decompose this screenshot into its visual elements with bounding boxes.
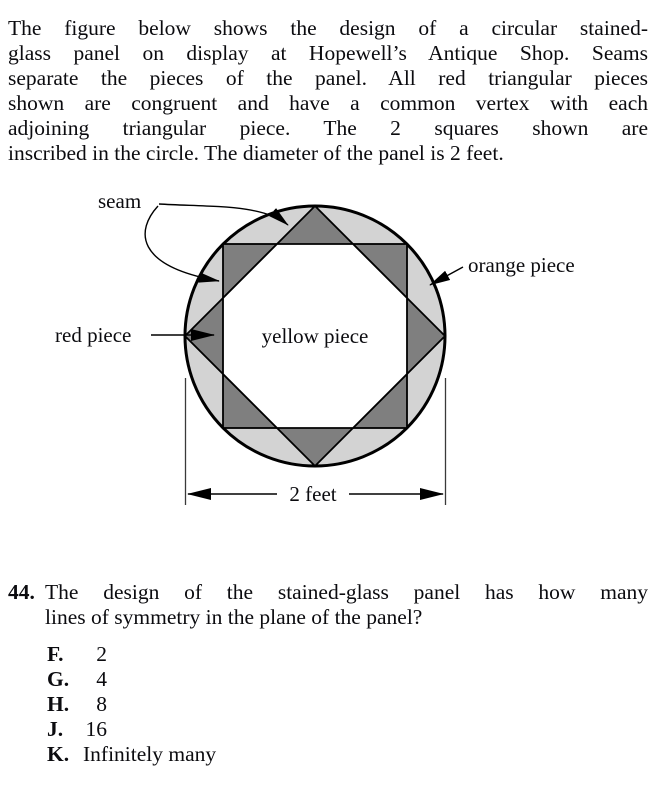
option-letter: H. — [47, 692, 70, 716]
option-letter: F. — [47, 642, 64, 666]
option-letter: G. — [47, 667, 70, 691]
option-letter: J. — [47, 717, 64, 741]
intro-line: separate the pieces of the panel. All re… — [8, 66, 648, 90]
option-row-K: K. Infinitely many — [47, 742, 547, 767]
question-number: 44. — [8, 580, 35, 604]
question-text: The design of the stained-glass panel ha… — [45, 580, 648, 630]
yellow-octagon — [222, 243, 408, 429]
intro-line: glass panel on display at Hopewell’s Ant… — [8, 41, 648, 65]
option-value: Infinitely many — [83, 742, 217, 766]
option-value: 4 — [96, 667, 107, 691]
option-row-H: H. 8 — [47, 692, 547, 717]
intro-line: inscribed in the circle. The diameter of… — [8, 141, 504, 165]
option-value: 16 — [85, 717, 108, 741]
seam-arrow-upper — [158, 203, 289, 226]
question-line: The design of the stained-glass panel ha… — [45, 580, 648, 604]
orange-piece-arrow — [429, 266, 464, 286]
orange-piece-label: orange piece — [468, 253, 575, 277]
figure-svg: yellow piece seam red piece orange piece… — [55, 189, 575, 506]
dimension-label: 2 feet — [289, 482, 336, 506]
option-row-F: F. 2 — [47, 642, 547, 667]
seam-label: seam — [98, 189, 141, 213]
yellow-piece-label: yellow piece — [262, 324, 369, 348]
stained-glass-figure: yellow piece seam red piece orange piece… — [0, 180, 654, 510]
intro-paragraph: The figure below shows the design of a c… — [8, 16, 648, 166]
option-letter: K. — [47, 742, 70, 766]
option-value: 8 — [96, 692, 107, 716]
answer-options: F. 2 G. 4 H. 8 J. 16 K. Infinitely many — [47, 642, 547, 767]
intro-line: adjoining triangular piece. The 2 square… — [8, 116, 648, 140]
question-line: lines of symmetry in the plane of the pa… — [45, 605, 423, 629]
option-row-G: G. 4 — [47, 667, 547, 692]
seam-arrow-lower — [144, 205, 220, 283]
intro-line: shown are congruent and have a common ve… — [8, 91, 648, 115]
option-row-J: J. 16 — [47, 717, 547, 742]
red-piece-label: red piece — [55, 323, 131, 347]
intro-line: The figure below shows the design of a c… — [8, 16, 648, 40]
option-value: 2 — [96, 642, 107, 666]
